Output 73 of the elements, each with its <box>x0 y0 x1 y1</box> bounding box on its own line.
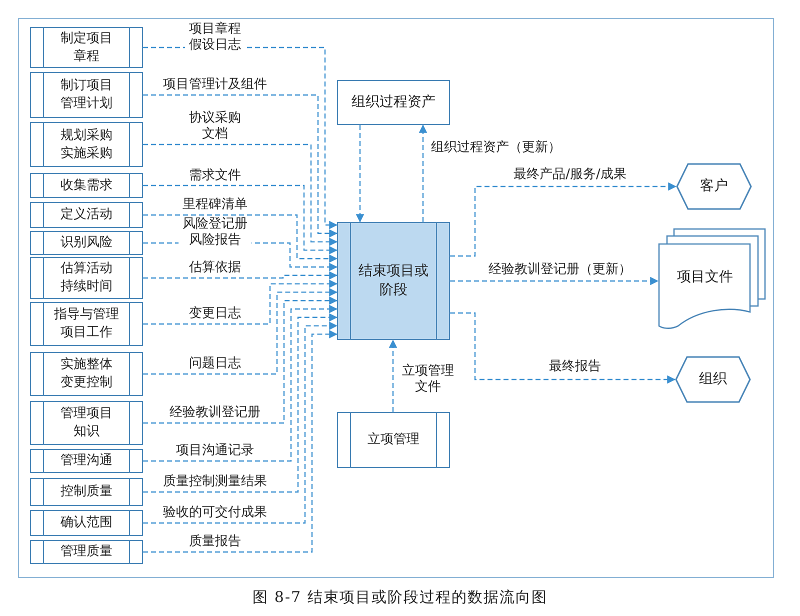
node-label: 管理质量 <box>60 543 112 561</box>
process-box <box>30 540 143 564</box>
node-label: 确认范围 <box>60 514 112 532</box>
process-box <box>337 412 450 468</box>
edge-label: 项目沟通记录 <box>174 442 256 459</box>
arrow <box>388 339 398 412</box>
node-label: 结束项目或阶段 <box>358 262 430 300</box>
arrow <box>143 271 338 280</box>
arrow <box>143 313 338 493</box>
process-box <box>30 202 143 228</box>
node-label: 制订项目管理计划 <box>59 77 114 113</box>
arrow <box>143 296 338 424</box>
process-box <box>30 231 143 255</box>
process-box <box>30 257 143 299</box>
node-label: 规划采购实施采购 <box>59 126 114 162</box>
arrow <box>143 280 338 325</box>
node-label: 估算活动持续时间 <box>59 260 114 296</box>
edge-label: 经验教训登记册 <box>168 404 262 421</box>
edge-label: 估算依据 <box>187 260 243 276</box>
node-label: 组织过程资产 <box>352 93 436 112</box>
arrow <box>450 276 659 286</box>
arrow <box>143 144 338 246</box>
process-box <box>30 302 143 346</box>
edge-label: 最终产品/服务/成果 <box>512 166 628 183</box>
edge-label: 验收的可交付成果 <box>161 504 269 521</box>
process-box <box>30 401 143 445</box>
edge-label: 项目章程假设日志 <box>185 21 245 54</box>
process-box <box>30 478 143 506</box>
edge-label: 需求文件 <box>187 167 243 184</box>
arrow <box>450 312 676 384</box>
process-box <box>30 352 143 396</box>
hexagon-node <box>676 163 752 210</box>
node-label: 定义活动 <box>60 206 112 224</box>
process-box <box>30 27 143 68</box>
arrow <box>143 214 338 263</box>
arrow <box>143 330 338 553</box>
node-label: 管理沟通 <box>60 452 112 470</box>
node-label: 制定项目章程 <box>59 30 114 66</box>
edge-label: 质量控制测量结果 <box>161 474 269 490</box>
process-box <box>337 222 450 340</box>
store-box <box>337 80 450 125</box>
node-label: 立项管理 <box>368 431 420 449</box>
process-box <box>30 122 143 167</box>
arrow <box>143 184 338 254</box>
arrow <box>418 124 428 222</box>
node-label: 组织 <box>699 370 727 389</box>
node-label: 控制质量 <box>60 483 112 501</box>
document-stack <box>658 228 766 332</box>
edge-label: 里程碑清单 <box>180 196 250 213</box>
arrow <box>143 288 338 375</box>
arrow <box>143 304 338 462</box>
process-box <box>30 173 143 198</box>
figure-caption: 图 8-7 结束项目或阶段过程的数据流向图 <box>252 588 548 607</box>
edge-label: 最终报告 <box>547 358 603 375</box>
edge-label: 质量报告 <box>187 534 243 550</box>
node-label: 项目文件 <box>677 268 733 286</box>
process-box <box>30 449 143 473</box>
node-label: 收集需求 <box>60 176 112 194</box>
edge-label: 变更日志 <box>187 306 243 322</box>
node-label: 实施整体变更控制 <box>59 356 114 392</box>
edge-label: 项目管理计及组件 <box>161 76 269 93</box>
arrow <box>143 322 338 524</box>
hexagon-node <box>675 356 751 403</box>
arrow <box>356 125 364 223</box>
process-box <box>30 510 143 536</box>
arrow <box>450 182 677 257</box>
arrow <box>143 94 338 238</box>
process-box <box>30 72 143 118</box>
node-label: 管理项目知识 <box>59 405 114 441</box>
edge-label: 问题日志 <box>187 356 243 372</box>
node-label: 客户 <box>700 177 728 196</box>
node-label: 指导与管理项目工作 <box>52 306 120 342</box>
node-label: 识别风险 <box>60 234 112 252</box>
